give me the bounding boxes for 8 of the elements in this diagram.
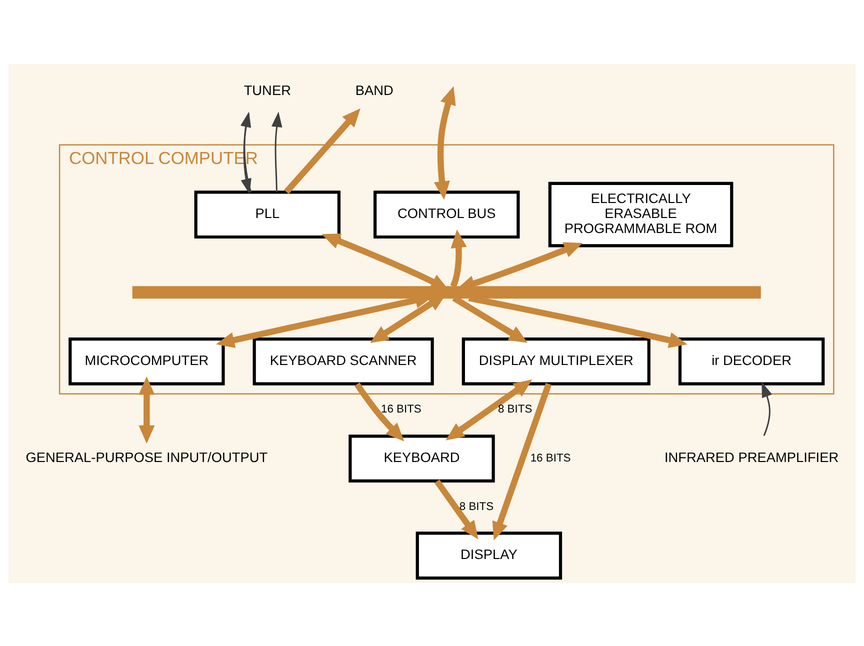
node-text: TUNER <box>244 82 291 98</box>
node-text: BAND <box>355 82 394 98</box>
edge-label: 8 BITS <box>498 403 532 416</box>
edge-label: 8 BITS <box>459 500 494 512</box>
edge-label: 16 BITS <box>530 452 571 464</box>
edge-label: 16 BITS <box>380 403 422 416</box>
node-text: GENERAL-PURPOSE INPUT/OUTPUT <box>26 450 268 465</box>
node-text: INFRARED PREAMPLIFIER <box>664 450 839 465</box>
